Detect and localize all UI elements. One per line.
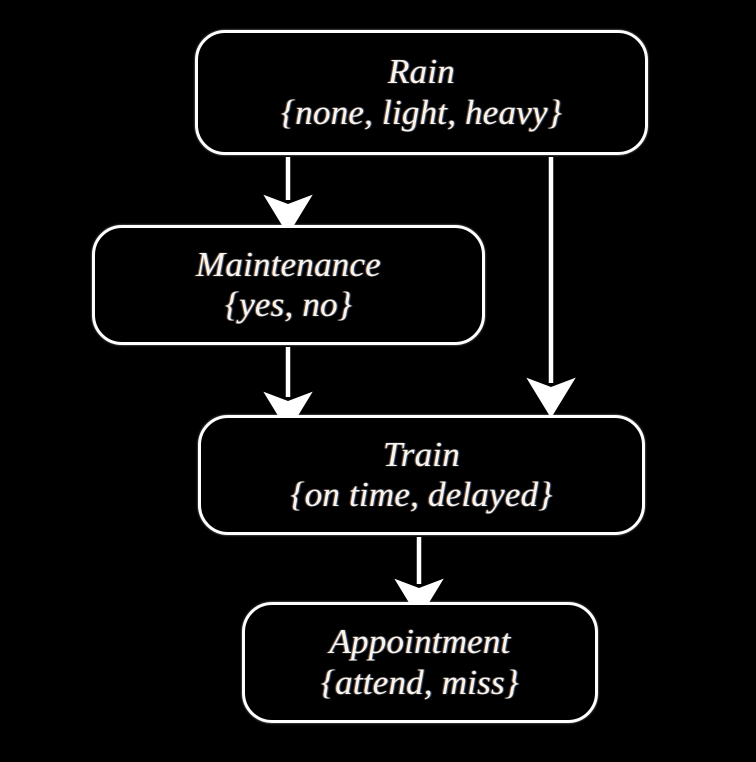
node-appointment-name: Appointment xyxy=(329,622,511,661)
node-rain-domain: {none, light, heavy} xyxy=(281,92,562,132)
node-appointment-domain: {attend, miss} xyxy=(320,662,520,702)
node-maintenance-domain: {yes, no} xyxy=(225,285,352,325)
node-train-domain: {on time, delayed} xyxy=(290,475,553,515)
node-train[interactable]: Train {on time, delayed} xyxy=(198,415,645,535)
node-maintenance[interactable]: Maintenance {yes, no} xyxy=(92,225,485,345)
node-rain-name: Rain xyxy=(388,52,455,91)
node-appointment[interactable]: Appointment {attend, miss} xyxy=(242,602,598,723)
node-maintenance-name: Maintenance xyxy=(196,244,381,284)
node-train-name: Train xyxy=(383,434,460,474)
node-rain[interactable]: Rain {none, light, heavy} xyxy=(195,30,648,155)
